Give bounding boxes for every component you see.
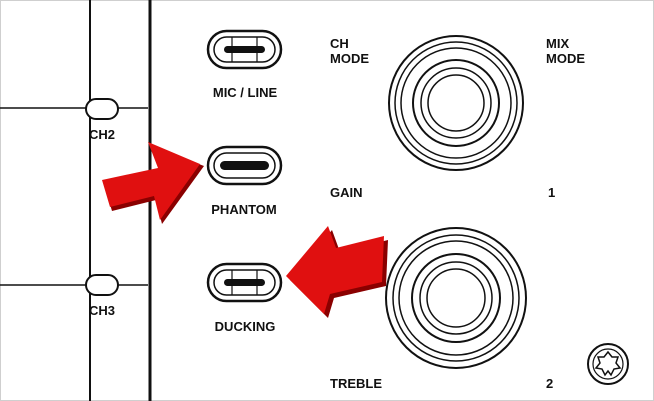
phantom-switch[interactable] xyxy=(206,145,283,186)
knob-2[interactable] xyxy=(385,227,527,369)
treble-number: 2 xyxy=(546,376,554,391)
ch3-label: CH3 xyxy=(88,303,116,318)
ch3-switch[interactable] xyxy=(85,274,119,296)
mix-mode-label-line1: MIX xyxy=(546,36,570,51)
mic-line-label: MIC / LINE xyxy=(212,85,278,100)
ch-mode-label-line1: CH xyxy=(330,36,349,51)
mix-mode-label-line2: MODE xyxy=(546,51,585,66)
gain-number: 1 xyxy=(548,185,556,200)
knob-1[interactable] xyxy=(388,35,524,171)
ch-mode-label-line2: MODE xyxy=(330,51,369,66)
phantom-label: PHANTOM xyxy=(211,202,277,217)
mic-line-switch[interactable] xyxy=(206,29,283,70)
panel-screw-icon xyxy=(587,343,629,385)
ch2-switch[interactable] xyxy=(85,98,119,120)
treble-label: TREBLE xyxy=(330,376,382,391)
gain-label: GAIN xyxy=(330,185,363,200)
ducking-switch[interactable] xyxy=(206,262,283,303)
ch2-label: CH2 xyxy=(88,127,116,142)
arrow-to-phantom-icon xyxy=(102,142,204,224)
ducking-label: DUCKING xyxy=(214,319,276,334)
arrow-to-ducking-icon xyxy=(286,226,388,318)
